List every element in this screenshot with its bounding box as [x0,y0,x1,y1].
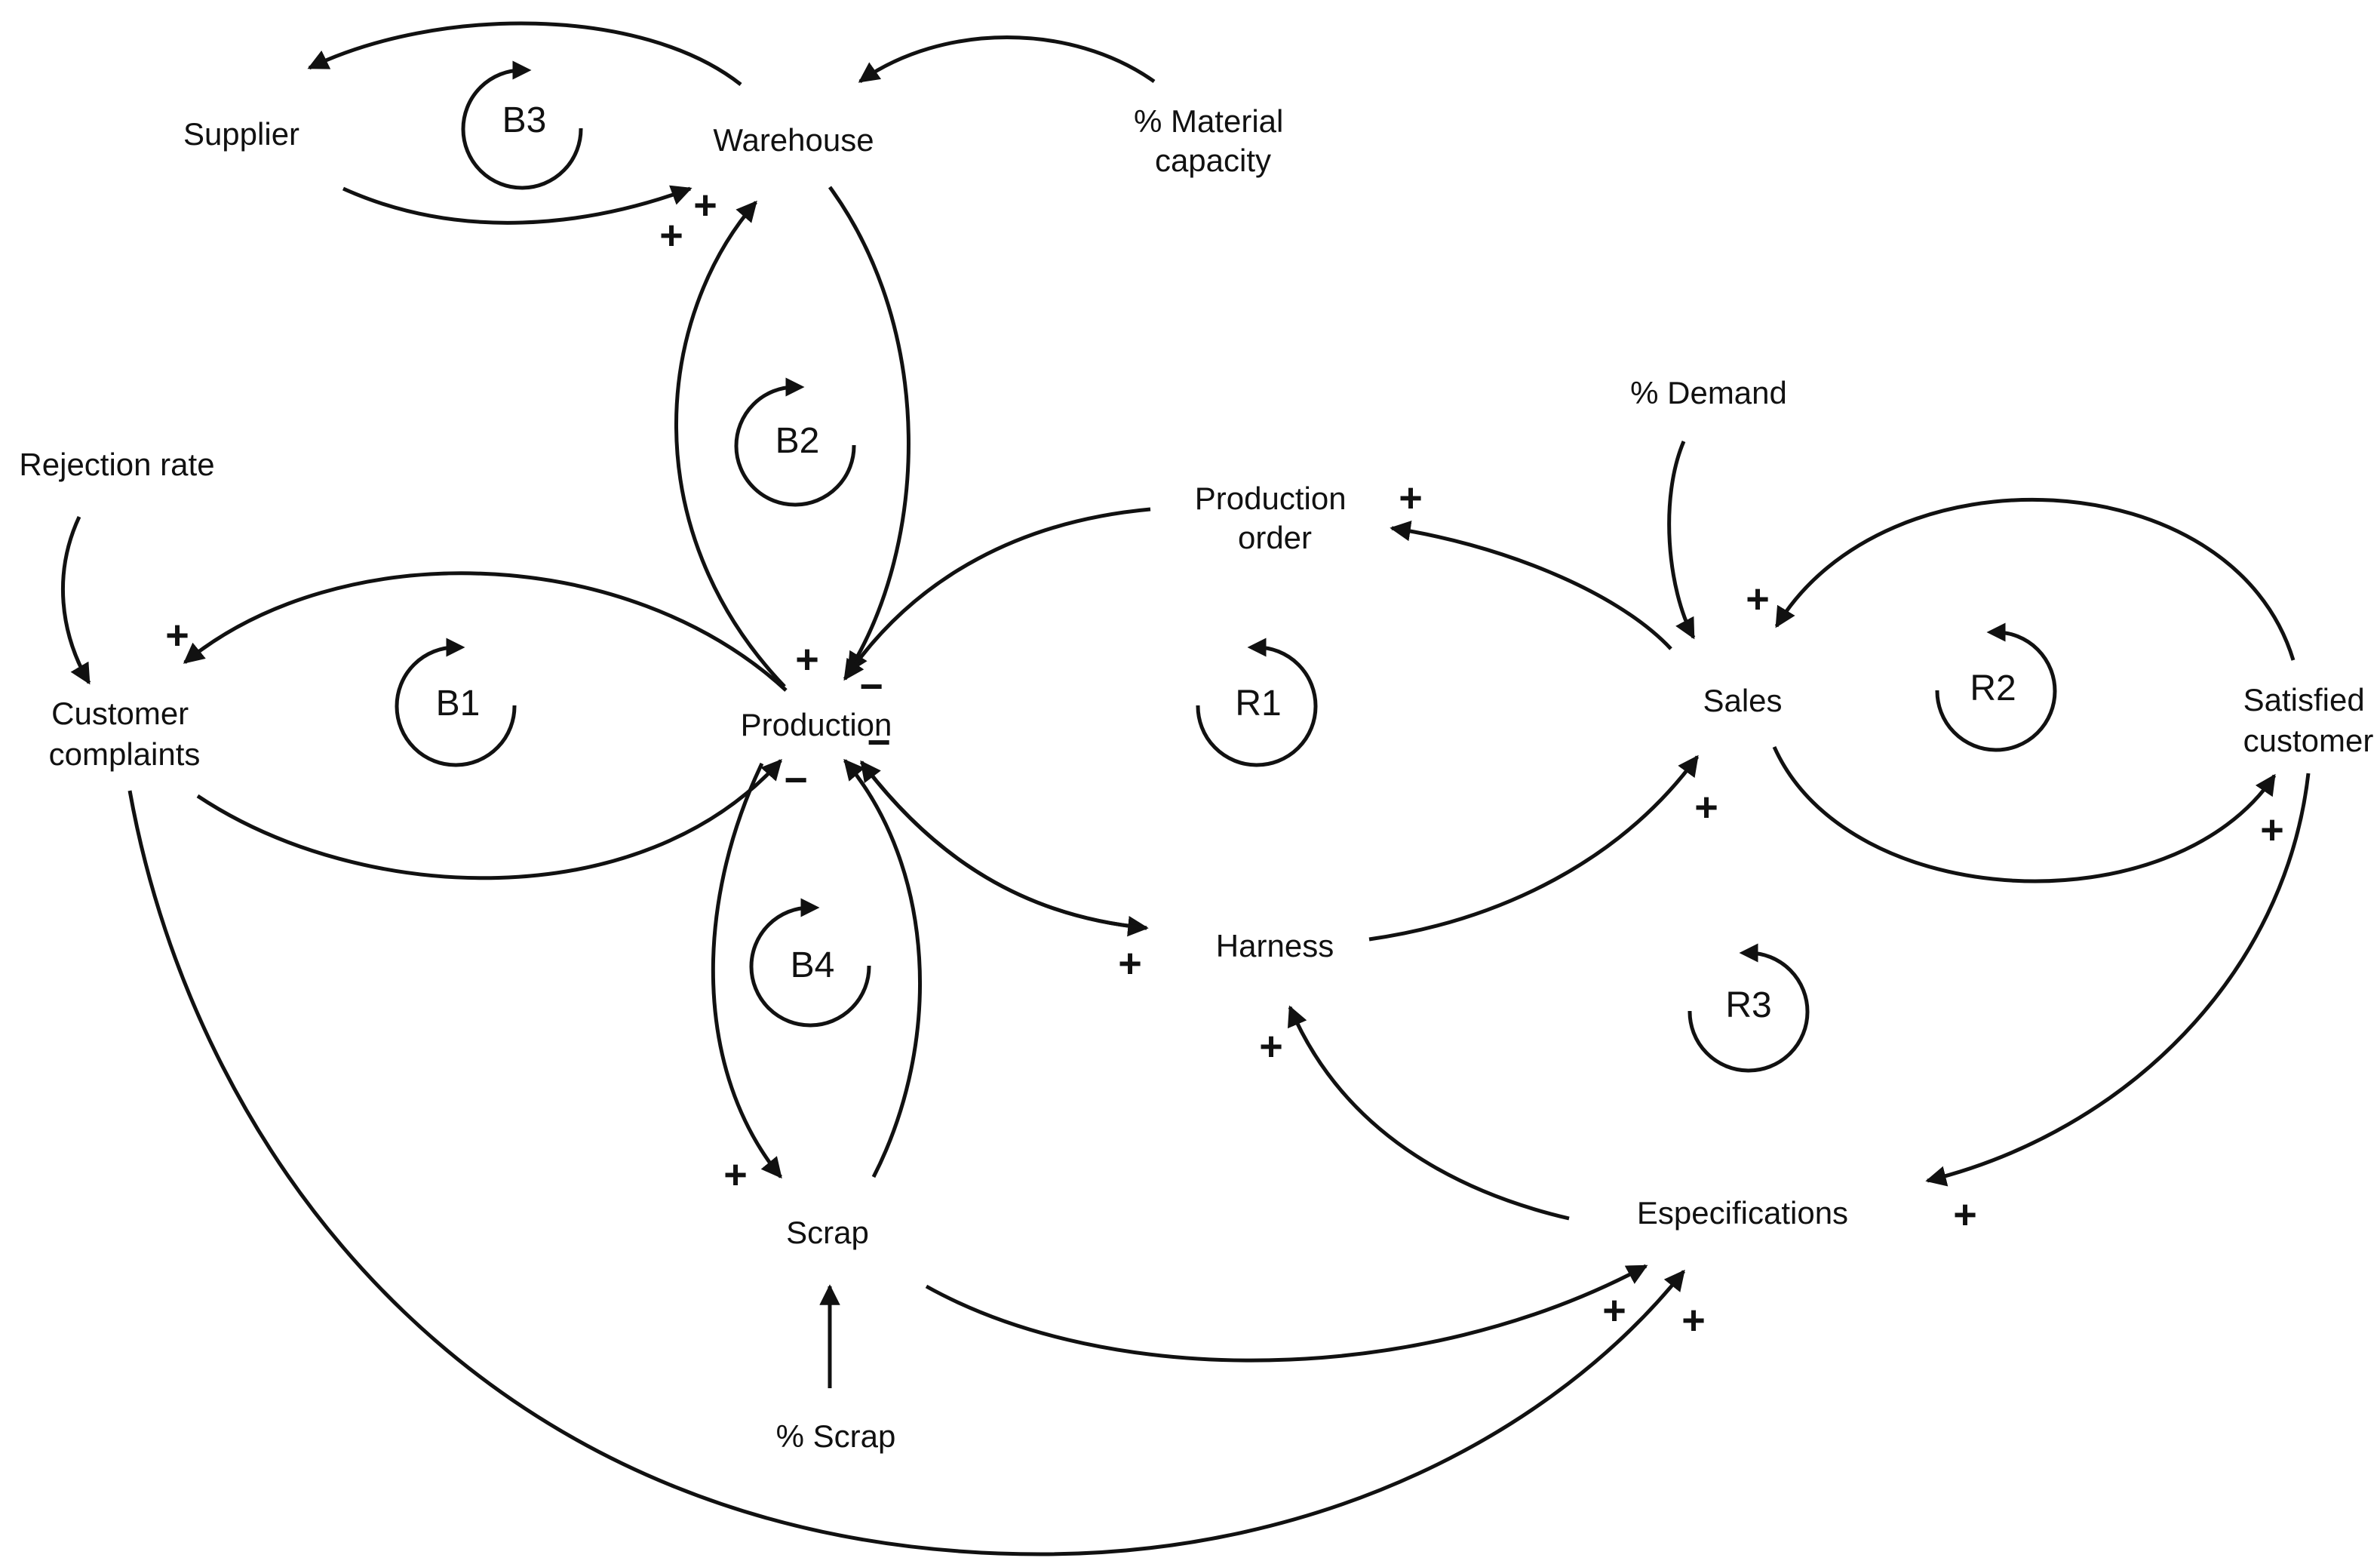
link-production-to-customer-complaints [183,571,788,692]
polarity-supplier-warehouse-b: + [693,183,717,228]
polarity-production-complaints: + [165,613,189,658]
loop-b2-arrow-icon [734,377,856,507]
loop-r3: R3 [1687,943,1810,1073]
loop-b1-label: B1 [436,684,481,724]
polarity-signs: + + + + − − − + + + + + + + + + + [165,183,2284,1343]
node-sales: Sales [1703,683,1782,718]
loop-b1-arrow-icon [395,638,517,767]
node-material-capacity: % Material capacity [1134,103,1292,178]
link-satisfied-customer-to-especifications [1925,773,2311,1187]
loop-b3-arrow-icon [461,60,583,190]
link-production-to-warehouse [674,200,786,688]
node-scrap-pct: % Scrap [776,1418,896,1454]
link-warehouse-to-supplier [307,21,742,86]
variables: Supplier Warehouse % Material capacity R… [19,103,2373,1454]
node-production: Production [741,707,892,742]
link-demand-to-sales [1667,441,1696,640]
polarity-production-scrap: + [723,1152,748,1197]
polarity-sales-production-order: + [1399,475,1423,521]
link-production-to-harness [860,760,1149,937]
polarity-supplier-warehouse-a: + [659,213,683,258]
polarity-sales-satisfied: + [2260,807,2284,853]
node-warehouse: Warehouse [713,122,874,158]
node-satisfied-customer: Satisfied customer [2243,682,2374,758]
link-especifications-to-harness [1288,1005,1570,1221]
link-warehouse-to-production [828,186,911,674]
loop-r2-label: R2 [1970,668,2016,708]
polarity-scrap-especifications: + [1602,1288,1626,1333]
loop-r1-label: R1 [1235,684,1281,724]
loop-r3-label: R3 [1725,985,1771,1025]
polarity-complaints-production: − [784,757,808,803]
loop-r2: R2 [1935,622,2057,752]
node-supplier: Supplier [183,116,299,152]
polarity-scrap-production: − [867,720,891,765]
link-harness-to-sales [1368,754,1700,942]
loop-b4-label: B4 [791,945,835,985]
polarity-satisfied-sales: + [1746,576,1770,622]
loop-r1: R1 [1196,638,1318,767]
link-production-to-scrap [711,762,782,1179]
loop-b3: B3 [461,60,583,190]
polarity-especifications-harness: + [1259,1024,1283,1069]
link-satisfied-customer-to-sales [1774,497,2296,661]
link-rejection-rate-to-customer-complaints [60,515,91,685]
link-sales-to-satisfied-customer [1772,745,2277,883]
node-customer-complaints: Customer complaints [49,696,201,772]
causal-links [60,21,2311,1556]
polarity-warehouse-production: + [795,637,819,682]
loop-b3-label: B3 [502,100,547,140]
node-demand: % Demand [1630,375,1787,410]
loop-b1: B1 [395,638,517,767]
polarity-production-harness: + [1118,941,1142,986]
loop-b4: B4 [749,898,871,1028]
polarity-harness-sales: + [1694,785,1718,830]
node-scrap: Scrap [786,1215,869,1250]
node-rejection-rate: Rejection rate [19,447,214,482]
link-supplier-to-warehouse [342,185,693,225]
loop-b2: B2 [734,377,856,507]
polarity-satisfied-especifications: + [1953,1192,1977,1237]
loop-r3-arrow-icon [1687,943,1810,1073]
polarity-production-order-production: − [859,664,883,709]
polarity-complaints-especifications: + [1681,1298,1706,1343]
node-harness: Harness [1216,928,1334,963]
loop-identifiers: B3 B2 B1 B4 R1 R2 R3 [395,60,2057,1073]
loop-r1-arrow-icon [1196,638,1318,767]
loop-b2-label: B2 [775,421,820,461]
link-customer-complaints-to-production [196,758,782,880]
node-production-order: Production order [1195,481,1355,555]
link-sales-to-production-order [1390,521,1672,650]
link-harness-to-production [860,760,1147,930]
loop-r2-arrow-icon [1935,622,2057,752]
link-customer-complaints-to-especifications [127,790,1685,1556]
link-production-order-to-production [843,507,1151,681]
loop-b4-arrow-icon [749,898,871,1028]
link-material-capacity-to-warehouse [858,35,1156,84]
link-scrap-to-especifications [925,1264,1648,1363]
link-scrap-to-production [843,758,923,1178]
node-especifications: Especifications [1637,1195,1848,1231]
